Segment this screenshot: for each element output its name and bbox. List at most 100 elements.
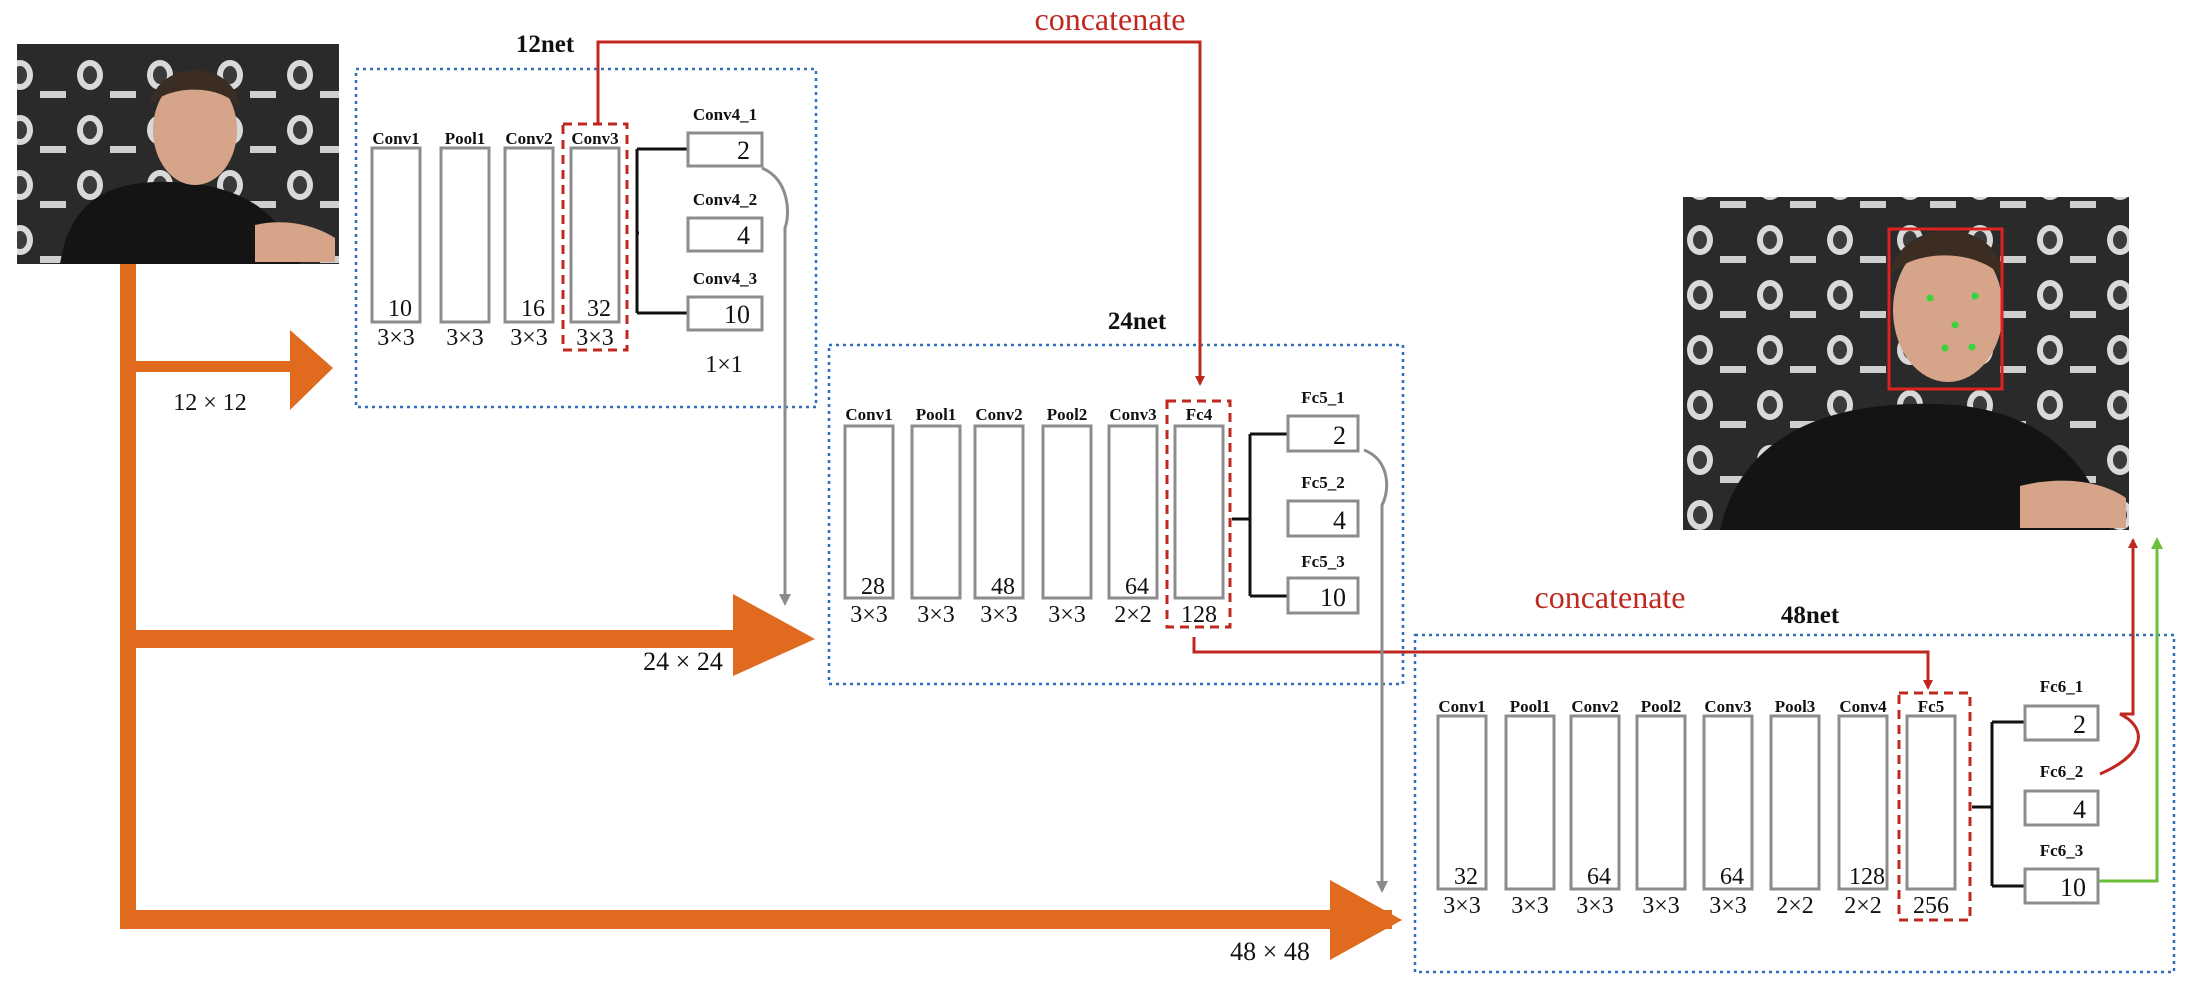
layer-block xyxy=(1504,714,1556,891)
layer-block xyxy=(973,424,1025,600)
landmark-point xyxy=(1971,292,1979,300)
concat-source-highlight xyxy=(1165,399,1232,629)
output-block xyxy=(2023,867,2100,905)
output-name: Fc6_1 xyxy=(2040,677,2083,696)
layer-kernel: 2×2 xyxy=(1844,893,1882,919)
net-24net: Conv13×328Pool13×3Conv23×348Pool23×3Conv… xyxy=(843,388,1360,629)
layer-kernel: 128 xyxy=(1181,602,1217,628)
layer-kernel: 3×3 xyxy=(1709,893,1747,919)
output-name: Conv4_2 xyxy=(693,190,757,209)
output-block xyxy=(1286,499,1360,538)
layer-block xyxy=(910,424,962,600)
layer-name: Conv3 xyxy=(1704,697,1751,716)
layer-kernel: 3×3 xyxy=(576,325,614,351)
output-photo xyxy=(1683,197,2129,530)
layer-kernel: 2×2 xyxy=(1114,602,1152,628)
net-title-12net: 12net xyxy=(516,31,575,58)
layer-kernel: 3×3 xyxy=(446,325,484,351)
layer-kernel: 2×2 xyxy=(1776,893,1814,919)
layer-name: Conv3 xyxy=(571,129,618,148)
output-name: Conv4_1 xyxy=(693,105,757,124)
net-title-48net: 48net xyxy=(1781,602,1840,629)
layer-name: Conv1 xyxy=(845,405,892,424)
output-block xyxy=(1286,414,1360,453)
output-value: 4 xyxy=(737,221,750,250)
landmark-point xyxy=(1926,294,1934,302)
layer-channels: 64 xyxy=(1125,574,1149,600)
layer-name: Conv2 xyxy=(505,129,552,148)
output-value: 10 xyxy=(1320,583,1346,612)
concat-arrow-24-to-48 xyxy=(1192,637,1933,690)
flow-arrow-12-to-24 xyxy=(761,166,791,606)
layer-channels: 16 xyxy=(521,296,545,322)
layer-kernel: 3×3 xyxy=(1576,893,1614,919)
scale-label-48: 48 × 48 xyxy=(1230,937,1310,966)
output-value: 10 xyxy=(2060,873,2086,902)
layer-kernel: 3×3 xyxy=(1511,893,1549,919)
layer-name: Pool1 xyxy=(1510,697,1551,716)
layer-kernel: 3×3 xyxy=(1642,893,1680,919)
layer-name: Pool3 xyxy=(1775,697,1816,716)
output-value: 2 xyxy=(737,136,750,165)
layer-block xyxy=(503,146,555,324)
layer-name: Conv3 xyxy=(1109,405,1156,424)
layer-channels: 10 xyxy=(388,296,412,322)
frame-48net xyxy=(1413,633,2176,974)
layer-block xyxy=(843,424,895,600)
output-value: 4 xyxy=(2073,795,2086,824)
concatenate-label-top: concatenate xyxy=(1035,1,1186,37)
layer-name: Pool2 xyxy=(1047,405,1088,424)
landmark-point xyxy=(1941,344,1949,352)
layer-channels: 64 xyxy=(1587,864,1611,890)
layer-name: Conv1 xyxy=(372,129,419,148)
layer-kernel: 3×3 xyxy=(917,602,955,628)
layer-block xyxy=(1436,714,1488,891)
frame-24net xyxy=(827,343,1405,686)
layer-kernel: 3×3 xyxy=(1443,893,1481,919)
concat-source-highlight xyxy=(1897,691,1972,922)
output-value: 2 xyxy=(2073,710,2086,739)
output-name: Fc6_3 xyxy=(2040,841,2083,860)
landmark-output-arrow xyxy=(2099,537,2163,883)
scale-label-12: 12 × 12 xyxy=(173,390,247,416)
layer-channels: 128 xyxy=(1849,864,1885,890)
concatenate-label-bottom: concatenate xyxy=(1535,579,1686,615)
output-name: Fc6_2 xyxy=(2040,762,2083,781)
output-block xyxy=(686,216,764,253)
output-name: Fc5_2 xyxy=(1301,473,1344,492)
layer-name: Pool1 xyxy=(445,129,486,148)
layer-block xyxy=(1173,424,1225,600)
layer-kernel: 256 xyxy=(1913,893,1949,919)
layer-channels: 28 xyxy=(861,574,885,600)
layer-block xyxy=(1769,714,1821,891)
bbox-output-arrow xyxy=(2099,538,2140,776)
layer-block xyxy=(1837,714,1889,891)
layer-block xyxy=(1905,714,1957,891)
layer-channels: 64 xyxy=(1720,864,1744,890)
layer-block xyxy=(1635,714,1687,891)
layer-block xyxy=(569,146,621,324)
output-value: 10 xyxy=(724,300,750,329)
layer-name: Conv1 xyxy=(1438,697,1485,716)
output-name: Fc5_3 xyxy=(1301,552,1344,571)
scale-label-24: 24 × 24 xyxy=(643,647,723,676)
layer-channels: 32 xyxy=(1454,864,1478,890)
layer-block xyxy=(370,146,422,324)
net-12net: Conv13×310Pool13×3Conv23×316Conv33×332Co… xyxy=(370,105,764,378)
layer-kernel: 3×3 xyxy=(980,602,1018,628)
layer-name: Conv2 xyxy=(975,405,1022,424)
layer-block xyxy=(439,146,491,324)
net-title-24net: 24net xyxy=(1108,308,1167,335)
layer-name: Conv2 xyxy=(1571,697,1618,716)
layer-kernel: 3×3 xyxy=(850,602,888,628)
layer-channels: 48 xyxy=(991,574,1015,600)
landmark-point xyxy=(1968,343,1976,351)
layer-name: Pool2 xyxy=(1641,697,1682,716)
network-layers: Conv13×310Pool13×3Conv23×316Conv33×332Co… xyxy=(370,105,2100,922)
output-block xyxy=(2023,704,2100,742)
layer-name: Conv4 xyxy=(1839,697,1887,716)
layer-name: Fc5 xyxy=(1918,697,1944,716)
output-block xyxy=(1286,576,1360,615)
layer-channels: 32 xyxy=(587,296,611,322)
